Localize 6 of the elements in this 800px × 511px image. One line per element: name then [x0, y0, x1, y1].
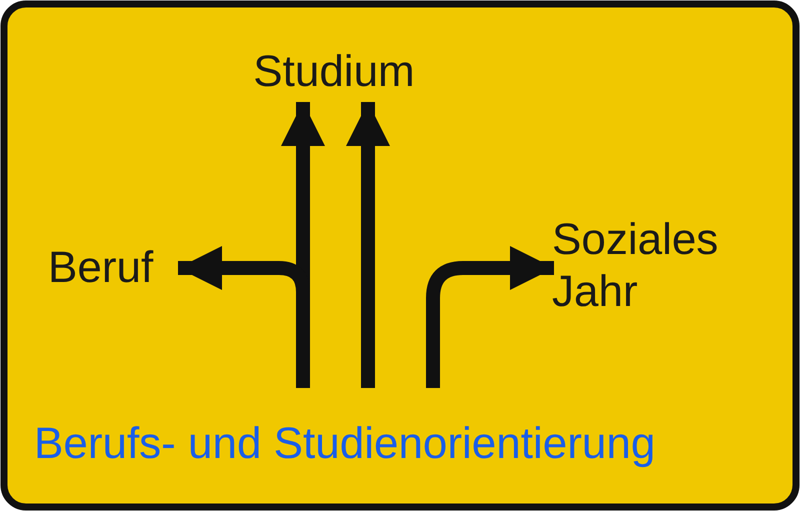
arrow: [346, 102, 390, 388]
direction-text: Soziales Jahr: [552, 214, 752, 318]
sign-caption: Berufs- und Studienorientierung: [34, 418, 656, 470]
arrow: [426, 246, 554, 388]
direction-text: Beruf: [48, 242, 174, 294]
direction-text: Studium: [238, 46, 430, 98]
